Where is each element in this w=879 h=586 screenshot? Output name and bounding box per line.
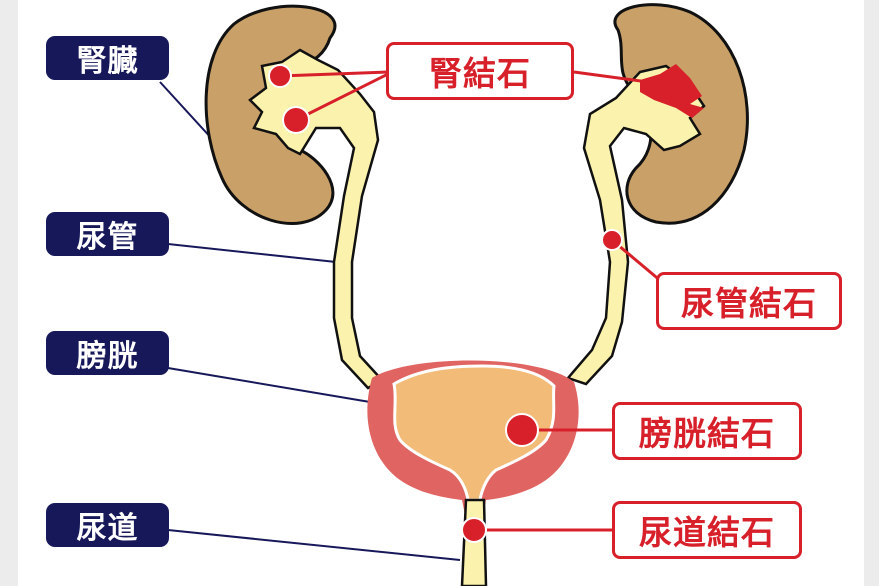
bladder-label: 膀胱: [46, 331, 169, 375]
bladder-stone-dot: [505, 413, 539, 447]
ureter-leader-line: [167, 243, 337, 263]
kidney-leader-line: [159, 81, 214, 141]
ureter-stone-dot: [601, 229, 623, 251]
urethra-stone-label: 尿道結石: [612, 501, 802, 559]
kidney-stone-pointer-3: [573, 70, 649, 84]
right-renal-pelvis-and-ureter: [565, 64, 706, 386]
left-renal-pelvis-and-ureter: [248, 48, 384, 390]
ureter-stone-label: 尿管結石: [656, 272, 842, 330]
kidney-label: 腎臓: [46, 36, 169, 80]
right-kidney-stone-mass: [640, 64, 704, 118]
urethra-leader-line: [167, 529, 461, 561]
bladder-interior: [392, 364, 556, 502]
ureter-label: 尿管: [46, 212, 169, 256]
kidney-stone-pointer-1: [279, 70, 389, 78]
kidney-stone-pointer-2: [295, 72, 389, 122]
kidney-stone-label: 腎結石: [386, 42, 574, 100]
urethra-stone-dot: [461, 517, 487, 543]
bladder-stone-label: 膀胱結石: [612, 402, 802, 460]
urethra-label: 尿道: [46, 503, 169, 547]
kidney-stone-dot-upper: [268, 64, 292, 88]
bladder-leader-line: [167, 367, 371, 403]
kidney-stone-dot-lower: [282, 106, 310, 134]
